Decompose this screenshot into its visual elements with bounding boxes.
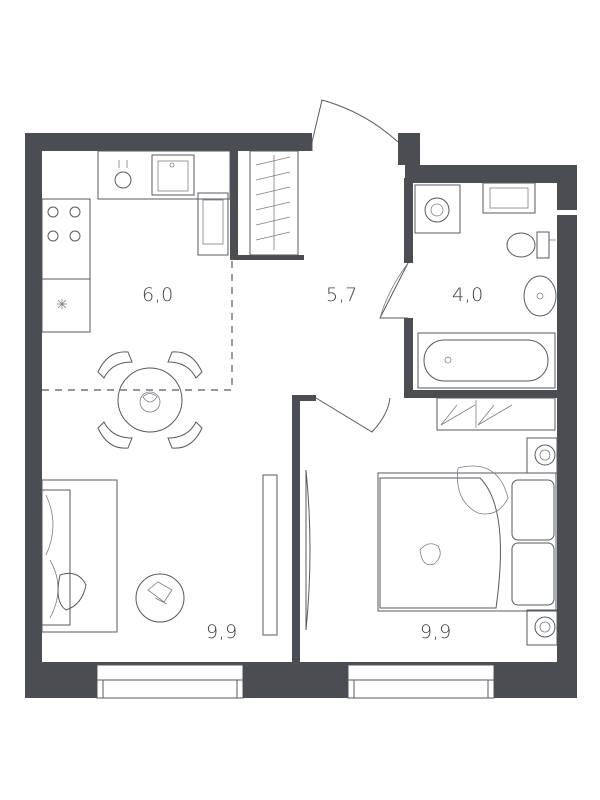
- dining-table: [97, 351, 203, 449]
- nightstands: [526, 437, 558, 646]
- sofa: [41, 479, 118, 633]
- hallway-area-label: 5,7: [326, 284, 358, 306]
- living-area-label: 9,9: [206, 621, 238, 643]
- kitchen-zone-boundary: [42, 260, 233, 391]
- bathroom-area-label: 4,0: [452, 284, 484, 306]
- kitchen-counter: [41, 150, 231, 333]
- bed: [377, 465, 557, 612]
- kitchen-area-label: 6,0: [142, 284, 174, 306]
- hall-wardrobe: [249, 150, 299, 256]
- bathroom-door: [379, 262, 409, 319]
- bathroom-fixtures: [414, 182, 557, 389]
- bedroom-door: [315, 397, 391, 433]
- windows: [25, 210, 577, 699]
- tv-unit: [262, 469, 311, 636]
- coffee-table: [135, 573, 185, 623]
- entrance-door: [311, 99, 399, 151]
- bedroom-wardrobe: [436, 397, 556, 431]
- bedroom-area-label: 9,9: [420, 621, 452, 643]
